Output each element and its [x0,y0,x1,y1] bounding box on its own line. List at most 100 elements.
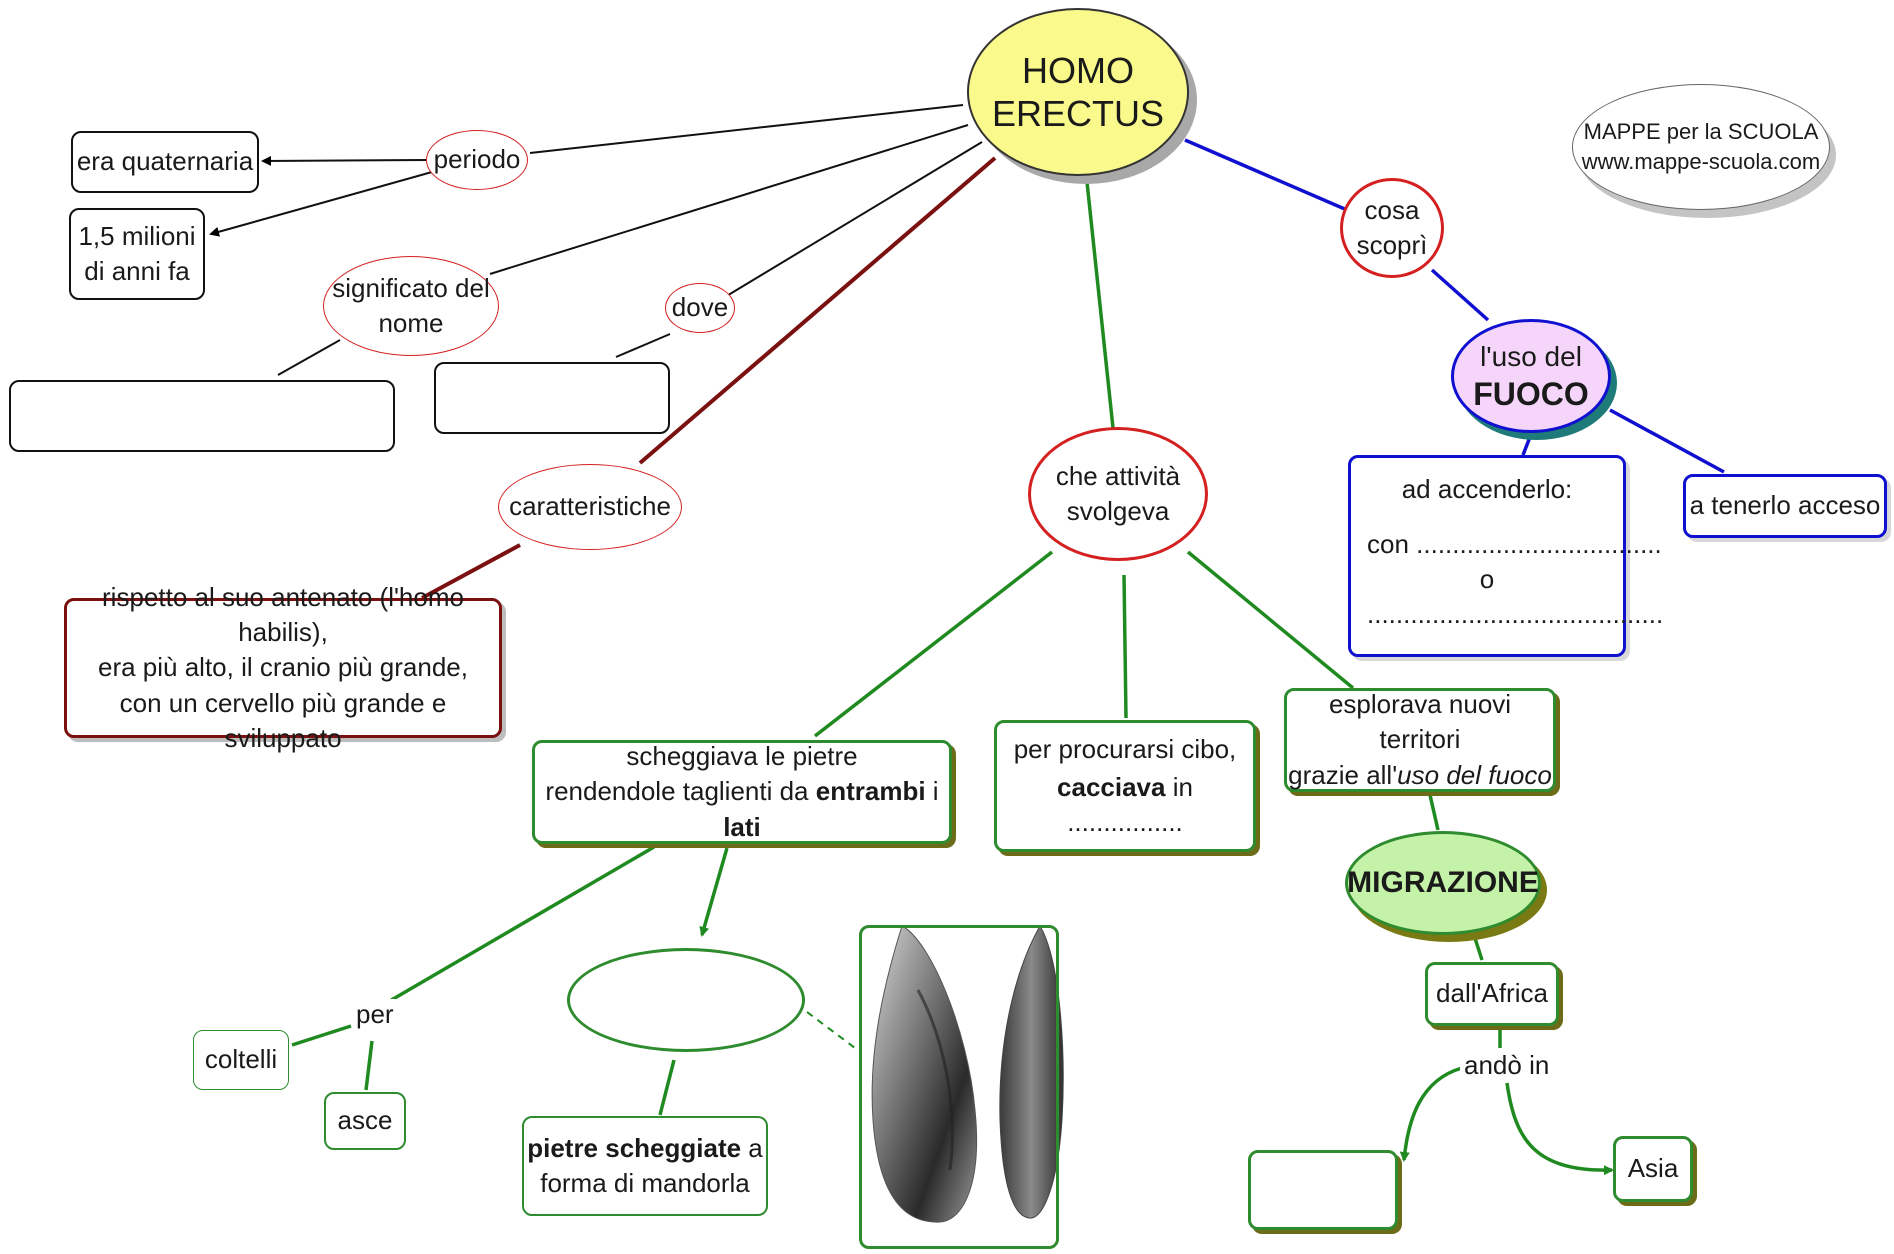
era-quaternaria-box: era quaternaria [71,131,259,193]
scheggiava-bold-2: lati [723,811,761,842]
tenerlo-acceso-box: a tenerlo acceso [1683,474,1887,538]
link-label-attivita: che attività svolgeva [1028,427,1208,561]
link-label-significato: significato del nome [323,256,499,356]
accenderlo-o: o [1479,564,1495,595]
dove-answer-box[interactable] [434,362,670,434]
significato-text-1: significato del [332,272,490,303]
significato-answer-box[interactable] [9,380,395,452]
milioni-anni-box: 1,5 milioni di anni fa [69,208,205,300]
link-label-caratteristiche: caratteristiche [498,464,682,550]
accenderlo-box: ad accenderlo: con .....................… [1348,455,1663,657]
coltelli-text: coltelli [204,1044,278,1075]
link-label-ando-in: andò in [1460,1050,1554,1082]
arrow-to-oval [699,847,729,937]
link-cosa-fuoco [1430,268,1490,322]
esplorava-italic: uso del fuoco [1397,759,1552,790]
link-label-periodo: periodo [426,130,528,190]
pietre-bold: pietre scheggiate [527,1132,742,1163]
caratteristiche-text-3: con un cervello più grande e sviluppato [119,687,447,753]
scheggiava-mid: i [925,776,939,807]
link-attivita-scheggiava [813,550,1054,738]
central-node-homo-erectus: HOMO ERECTUS [967,8,1189,176]
arrow-to-era [261,155,429,166]
link-label-dove: dove [665,283,735,333]
cibo-bold: cacciava [1057,771,1166,802]
caratteristiche-text-1: rispetto al suo antenato (l'homo habilis… [102,582,464,648]
caratteristiche-box: rispetto al suo antenato (l'homo habilis… [64,582,502,753]
asia-box: Asia [1613,1136,1693,1202]
attivita-text-1: che attività [1055,460,1181,491]
milioni-text-1: 1,5 milioni [78,220,196,251]
pietre-rest: a [741,1132,763,1163]
link-label-cosa-scopri: cosa scoprì [1340,178,1444,278]
dove-text: dove [671,292,729,323]
almond-shaped-stone-tools-photo [871,924,1064,1223]
link-attivita-cibo [1122,574,1128,719]
esplorava-box: esplorava nuovi territori grazie all'uso… [1284,688,1556,792]
esplorava-text-1: esplorava nuovi territori [1328,689,1512,755]
migrazione-node: MIGRAZIONE [1345,831,1541,935]
cibo-rest: in ................ [1067,771,1193,837]
asce-text: asce [337,1105,393,1136]
caratteristiche-text: caratteristiche [509,491,671,522]
link-oval-pietre [658,1059,676,1116]
link-esplorava-migrazione [1428,794,1440,831]
link-migrazione-africa [1471,931,1484,961]
significato-text-2: nome [378,308,444,338]
pietre-text-2: forma di mandorla [540,1168,750,1198]
stone-tools-image-frame [859,925,1059,1249]
coltelli-box: coltelli [193,1030,289,1090]
cibo-text-1: per procurarsi cibo, [1013,734,1237,765]
arrow-to-asia [1505,1082,1614,1176]
dallafrica-box: dall'Africa [1425,962,1559,1026]
link-significato-answer [277,339,341,376]
scheggiava-pre: rendendole taglienti da [545,776,816,807]
scheggiava-text-1: scheggiava le pietre [626,741,858,772]
cibo-line2: cacciava in ................ [997,770,1253,840]
attivita-text-2: svolgeva [1066,496,1170,526]
cibo-box: per procurarsi cibo, cacciava in .......… [994,720,1256,852]
link-per-coltelli [291,1024,352,1047]
spacer [1367,507,1607,527]
site-logo: MAPPE per la SCUOLA www.mappe-scuola.com [1572,84,1830,210]
link-per-asce [364,1040,374,1091]
central-line2: ERECTUS [991,93,1165,134]
link-central-significato [489,124,969,275]
logo-line1: MAPPE per la SCUOLA [1583,119,1819,145]
link-dove-answer [615,333,671,358]
arrow-to-milioni [209,171,433,237]
link-scheggiava-per [387,845,655,1004]
arrow-to-dest [1399,1066,1463,1162]
link-central-dove [724,141,983,298]
scheggiava-box: scheggiava le pietre rendendole taglient… [532,740,952,844]
central-line1: HOMO [1022,49,1134,91]
dallafrica-text: dall'Africa [1436,978,1548,1009]
cosa-text-1: cosa [1364,194,1420,225]
tenerlo-text: a tenerlo acceso [1689,490,1881,521]
logo-line2: www.mappe-scuola.com [1581,149,1821,174]
oval-answer-field[interactable] [567,948,805,1052]
fuoco-text-2: FUOCO [1473,375,1589,412]
asce-box: asce [324,1092,406,1150]
scheggiava-bold-1: entrambi [815,776,926,807]
pietre-line1: pietre scheggiate a [527,1131,763,1166]
milioni-text-2: di anni fa [84,256,190,286]
esplorava-line2: grazie all'uso del fuoco [1288,758,1552,793]
link-fuoco-accenderlo [1521,436,1532,456]
fuoco-text-1: l'uso del [1480,340,1582,372]
link-central-attivita [1085,181,1115,429]
link-oval-image [806,1011,856,1049]
accenderlo-con: con .................................. [1367,529,1662,560]
link-attivita-esplorava [1186,550,1355,690]
destination-answer-box[interactable] [1248,1150,1398,1230]
esplorava-pre: grazie all' [1288,759,1398,790]
link-central-caratteristiche [638,156,997,465]
link-central-cosa [1184,138,1348,212]
era-text: era quaternaria [76,146,254,177]
cosa-text-2: scoprì [1356,230,1428,260]
asia-text: Asia [1627,1153,1679,1184]
scheggiava-line2: rendendole taglienti da entrambi i lati [535,774,949,844]
link-central-periodo [529,104,964,154]
fuoco-node: l'uso del FUOCO [1451,319,1611,433]
